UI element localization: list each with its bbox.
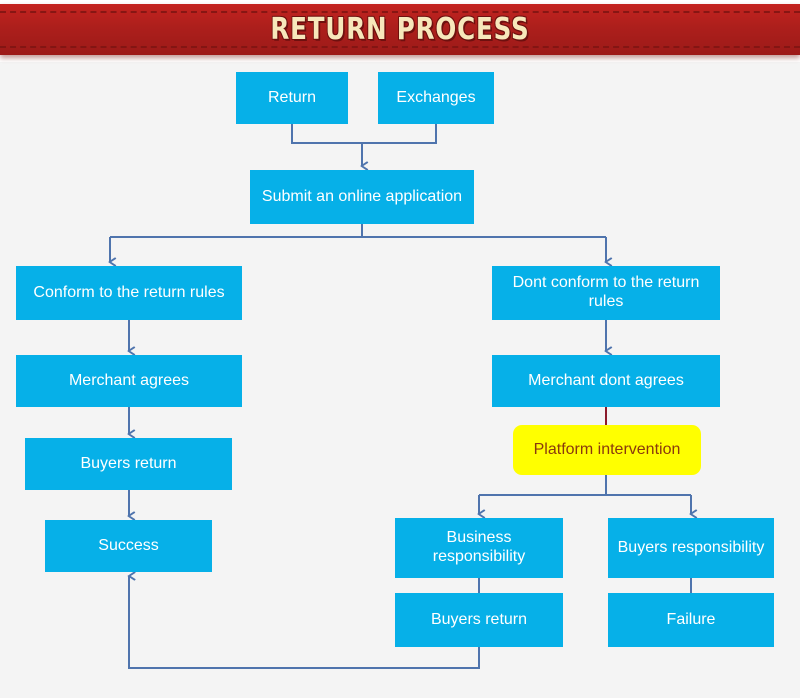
node-merchant-agrees[interactable]: Merchant agrees (16, 355, 242, 407)
node-buyers-responsibility[interactable]: Buyers responsibility (608, 518, 774, 578)
node-buyers-return-right[interactable]: Buyers return (395, 593, 563, 647)
node-exchanges[interactable]: Exchanges (378, 72, 494, 124)
node-business-responsibility[interactable]: Business responsibility (395, 518, 563, 578)
page-title: RETURN PROCESS (270, 12, 530, 47)
header-banner: RETURN PROCESS (0, 0, 800, 62)
node-platform-intervention[interactable]: Platform intervention (513, 425, 701, 475)
node-conform-return-rules[interactable]: Conform to the return rules (16, 266, 242, 320)
node-buyers-return-left[interactable]: Buyers return (25, 438, 232, 490)
node-merchant-dont-agrees[interactable]: Merchant dont agrees (492, 355, 720, 407)
edge-return-exchanges-join (291, 124, 437, 144)
edge-feedback-to-success (129, 576, 480, 669)
node-failure[interactable]: Failure (608, 593, 774, 647)
node-submit-application[interactable]: Submit an online application (250, 170, 474, 224)
node-dont-conform-return-rules[interactable]: Dont conform to the return rules (492, 266, 720, 320)
node-return[interactable]: Return (236, 72, 348, 124)
banner-ribbon: RETURN PROCESS (0, 4, 800, 55)
node-success[interactable]: Success (45, 520, 212, 572)
